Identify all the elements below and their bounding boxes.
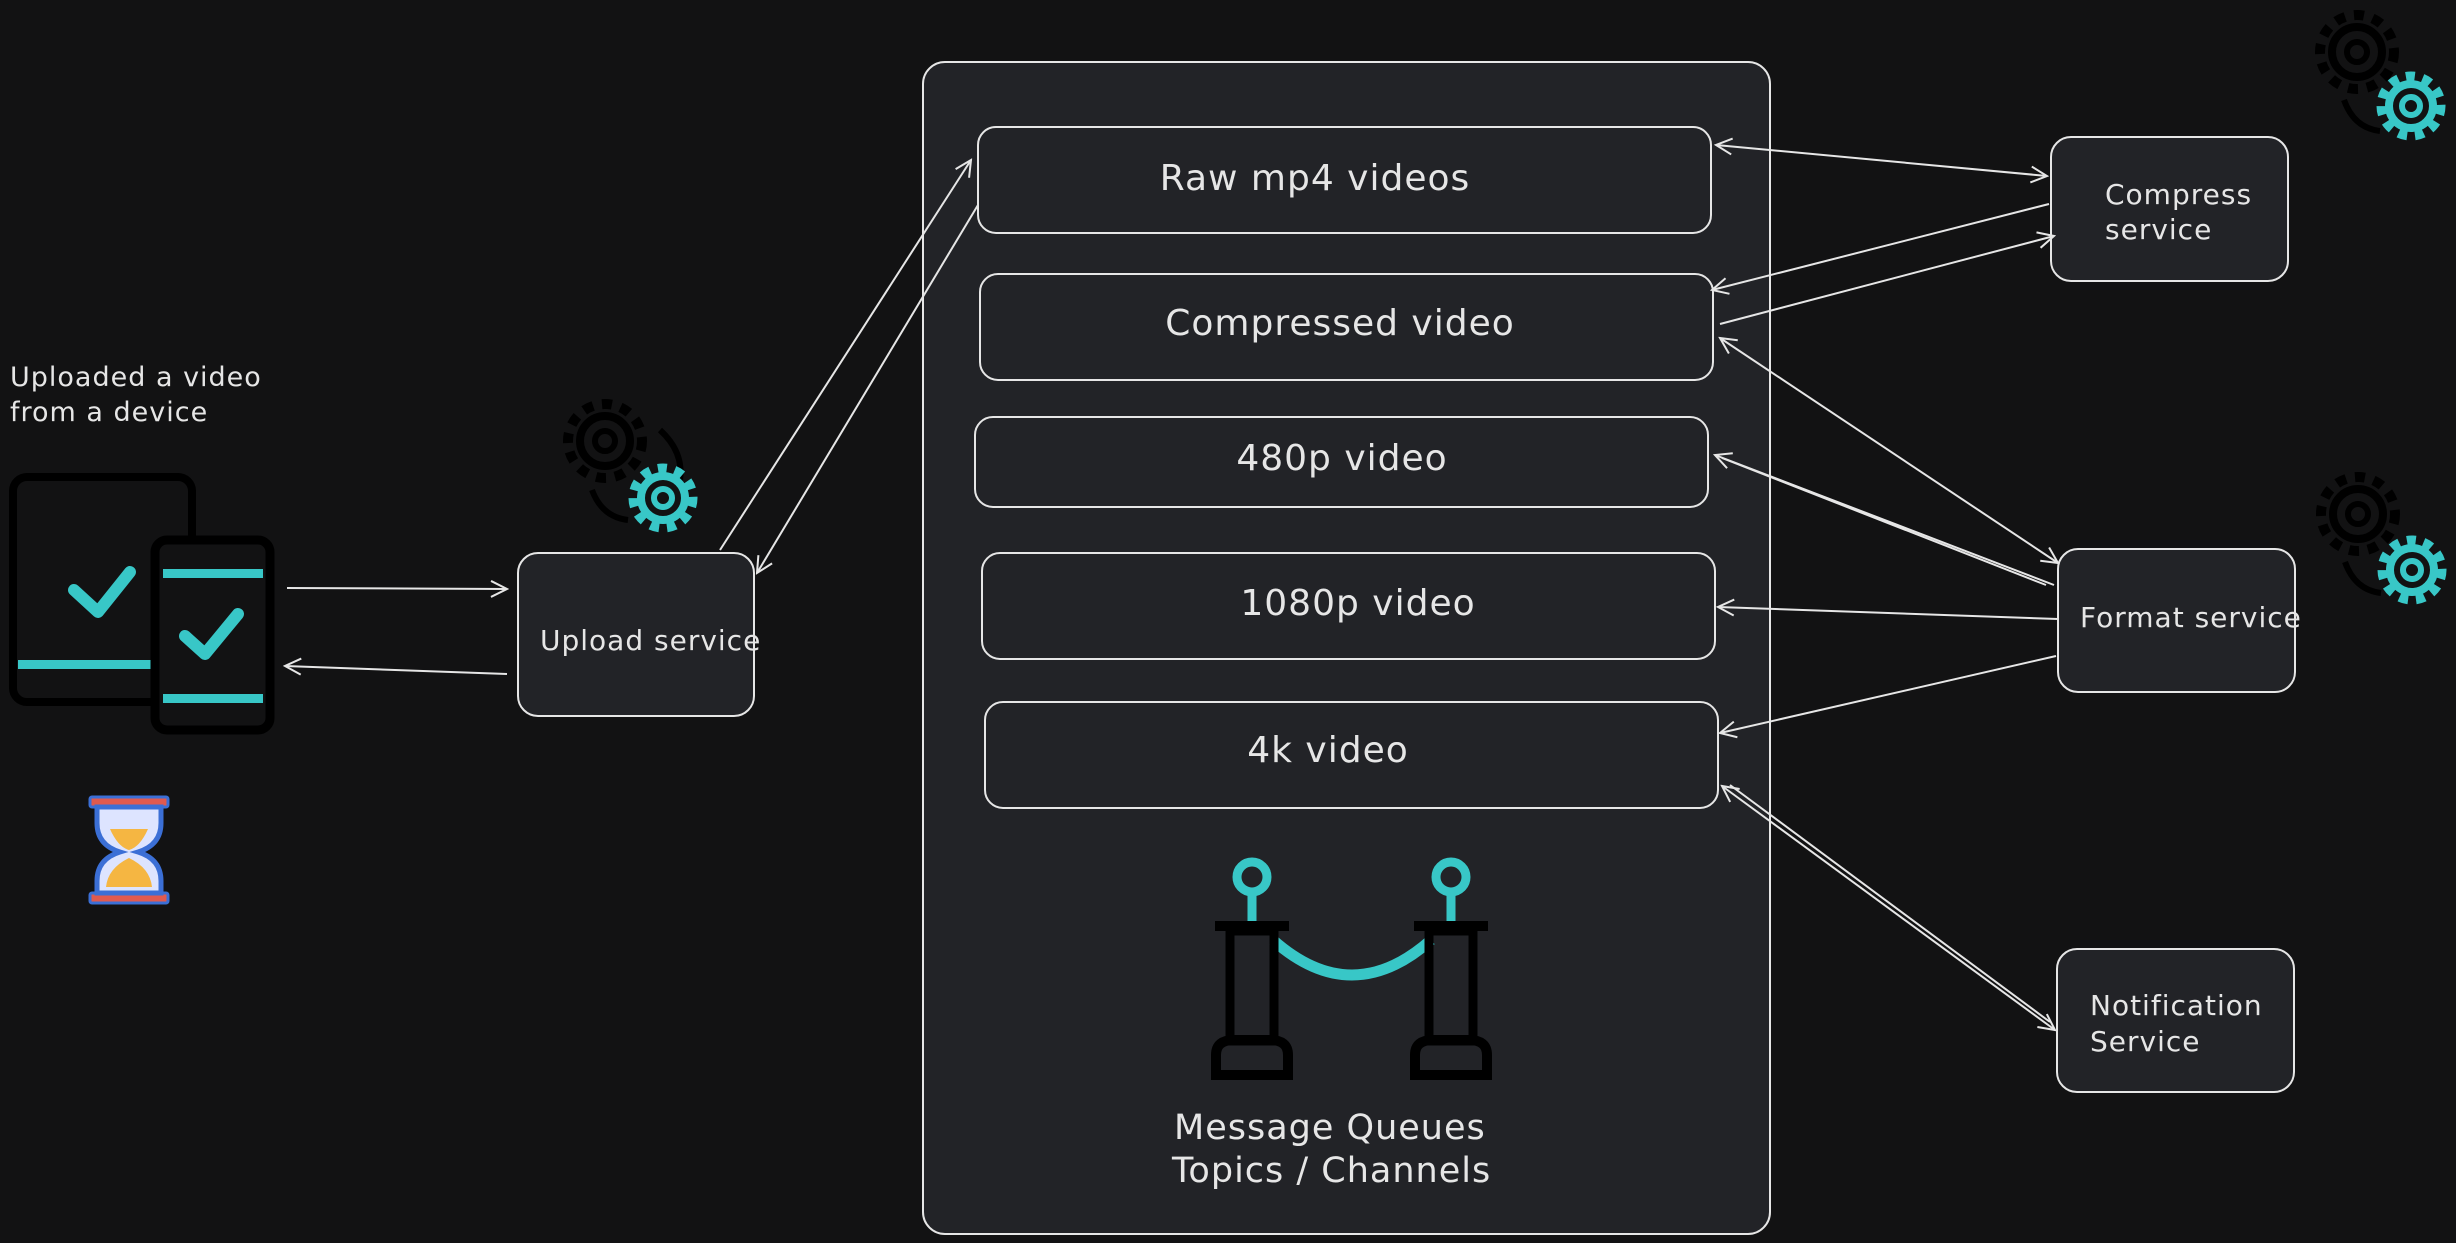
queue-label-480p: 480p video bbox=[1236, 438, 1448, 479]
arrow-compress-to-compressed bbox=[1712, 203, 2050, 290]
queue-label-1080p: 1080p video bbox=[1240, 583, 1476, 624]
queue-1080p[interactable] bbox=[981, 552, 1716, 660]
notification-service-box[interactable] bbox=[2056, 948, 2295, 1093]
compress-service-label-line1: Compress bbox=[2105, 178, 2253, 211]
compress-service-label-line2: service bbox=[2105, 213, 2213, 246]
upload-service-box[interactable] bbox=[517, 552, 755, 717]
queue-label-compressed: Compressed video bbox=[1165, 303, 1515, 344]
device-caption-line1: Uploaded a video bbox=[10, 362, 262, 393]
queue-raw-mp4[interactable] bbox=[977, 126, 1712, 234]
arrow-raw-to-upload bbox=[757, 204, 979, 573]
queue-label-raw-mp4: Raw mp4 videos bbox=[1159, 158, 1471, 199]
message-queue-caption-line1: Message Queues bbox=[1174, 1108, 1486, 1148]
hourglass-icon bbox=[88, 795, 170, 905]
message-queue-caption-line2: Topics / Channels bbox=[1172, 1151, 1492, 1191]
arrow-compressed-to-compress bbox=[1719, 236, 2054, 325]
device-caption-line2: from a device bbox=[10, 397, 209, 428]
upload-service-label: Upload service bbox=[540, 624, 762, 657]
device-icon bbox=[9, 473, 275, 735]
arrow-device-to-upload bbox=[286, 588, 507, 589]
arrow-raw-compress bbox=[1716, 145, 2047, 176]
notification-service-label-line2: Service bbox=[2090, 1025, 2201, 1058]
arrow-upload-to-device bbox=[285, 666, 508, 674]
format-service-label: Format service bbox=[2080, 601, 2302, 634]
arrow-upload-to-raw bbox=[719, 160, 971, 551]
gear-icon-upload bbox=[563, 399, 698, 533]
gear-icon-format bbox=[2316, 472, 2447, 605]
format-service-box[interactable] bbox=[2057, 548, 2296, 693]
arrow-format-to-480p-2 bbox=[1721, 457, 2047, 586]
notification-service-label-line1: Notification bbox=[2090, 989, 2263, 1022]
queue-4k[interactable] bbox=[984, 701, 1719, 809]
arrow-format-to-1080p bbox=[1718, 607, 2059, 620]
queue-compressed[interactable] bbox=[979, 273, 1714, 381]
arrow-format-to-4k bbox=[1720, 655, 2057, 733]
arrow-4k-notification-2 bbox=[1729, 784, 2051, 1023]
queue-stanchion-icon bbox=[1211, 857, 1492, 1080]
arrow-compressed-to-format bbox=[1720, 338, 2058, 563]
gear-icon-compress bbox=[2315, 10, 2446, 141]
queue-label-4k: 4k video bbox=[1247, 730, 1409, 771]
compress-service-box[interactable] bbox=[2050, 136, 2289, 282]
arrow-4k-notification bbox=[1722, 786, 2055, 1030]
queue-480p[interactable] bbox=[974, 416, 1709, 508]
